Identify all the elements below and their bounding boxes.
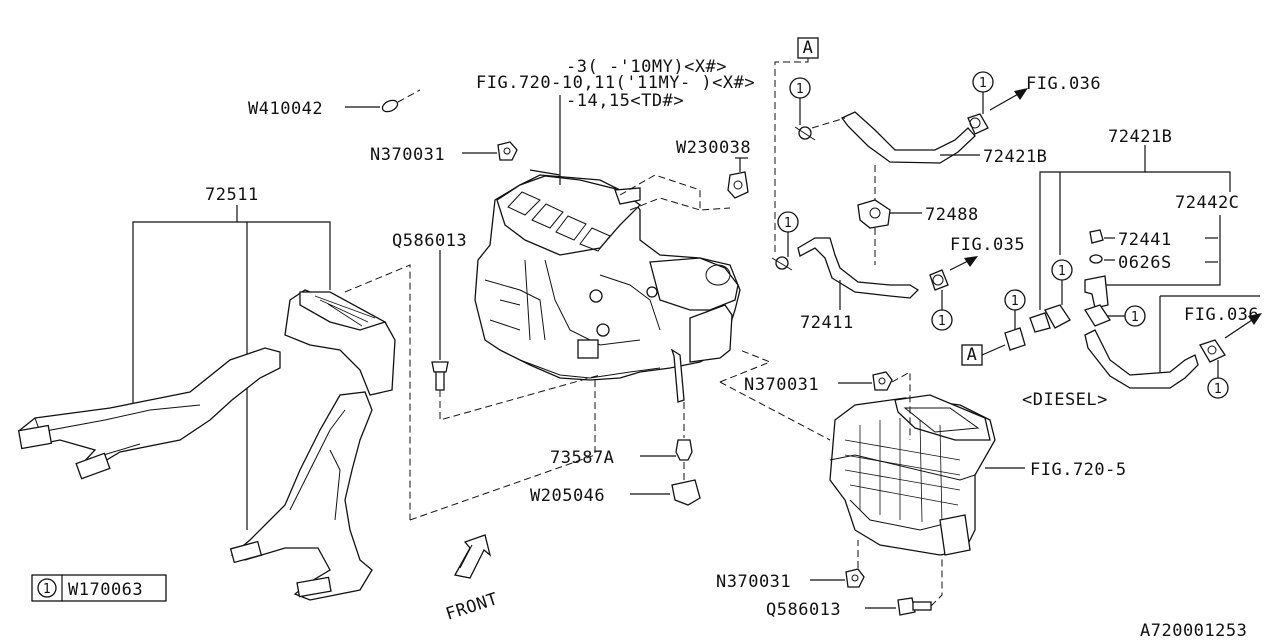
label-72488: 72488 [925, 205, 979, 225]
label-72421b-a: 72421B [983, 147, 1047, 167]
callout-markers [777, 71, 1229, 399]
front-arrow [453, 534, 492, 579]
label-fig036-right: FIG.036 [1184, 305, 1259, 325]
heater-hose-72421b [794, 88, 1028, 164]
w410042-part [345, 89, 421, 113]
callout-text: 1 1 1 1 1 1 1 1 [784, 76, 1222, 397]
legend-code: W170063 [68, 580, 143, 600]
clip-72488 [857, 165, 922, 265]
svg-text:1: 1 [1214, 382, 1222, 397]
drawing-id: A720001253 [1140, 621, 1247, 640]
legend-box [31, 574, 167, 602]
svg-text:1: 1 [1131, 310, 1139, 325]
n370031-nut-top [462, 141, 518, 161]
label-72411: 72411 [800, 313, 854, 333]
blower-unit [719, 349, 1025, 616]
label-w230038: W230038 [676, 138, 751, 158]
label-n370031-top: N370031 [370, 145, 445, 165]
label-w205046: W205046 [530, 486, 605, 506]
label-0626s: 0626S [1118, 253, 1172, 273]
hvac-unit [474, 174, 741, 403]
svg-text:1: 1 [979, 76, 987, 91]
svg-text:1: 1 [784, 216, 792, 231]
legend-number: 1 [43, 582, 51, 597]
fig720-callout [529, 95, 561, 185]
label-73587a: 73587A [550, 448, 614, 468]
q586013-bolt-left [409, 250, 601, 521]
heater-hose-72411 [771, 237, 978, 310]
svg-text:1: 1 [796, 82, 804, 97]
label-72442c: 72442C [1175, 193, 1239, 213]
label-fig720-5: FIG.720-5 [1030, 460, 1127, 480]
label-q586013-left: Q586013 [392, 231, 467, 251]
label-w410042: W410042 [248, 99, 323, 119]
label-box-a-left: A [967, 345, 978, 365]
label-box-a-top: A [803, 38, 814, 58]
label-fig035: FIG.035 [950, 235, 1025, 255]
a-reference-top [774, 37, 819, 255]
svg-text:1: 1 [938, 314, 946, 329]
label-front: FRONT [443, 589, 500, 625]
label-72421b-b: 72421B [1108, 127, 1172, 147]
label-72511: 72511 [205, 185, 259, 205]
svg-text:1: 1 [1058, 264, 1066, 279]
duct-assembly [17, 205, 411, 601]
label-n370031-bottom: N370031 [716, 572, 791, 592]
label-72441: 72441 [1118, 230, 1172, 250]
label-q586013-bottom: Q586013 [766, 600, 841, 620]
label-n370031-mid: N370031 [744, 375, 819, 395]
label-fig036-top: FIG.036 [1026, 74, 1101, 94]
label-fig720-line2: FIG.720-10,11('11MY- )<X#> [476, 73, 755, 93]
drain-parts [630, 402, 701, 506]
label-fig720-line3: -14,15<TD#> [566, 91, 684, 111]
label-fig720-line1: -3( -'10MY)<X#> [566, 57, 727, 77]
diesel-hose-assembly [961, 145, 1262, 389]
svg-text:1: 1 [1011, 294, 1019, 309]
label-diesel: <DIESEL> [1022, 390, 1108, 410]
w230038-grommet [727, 157, 749, 199]
